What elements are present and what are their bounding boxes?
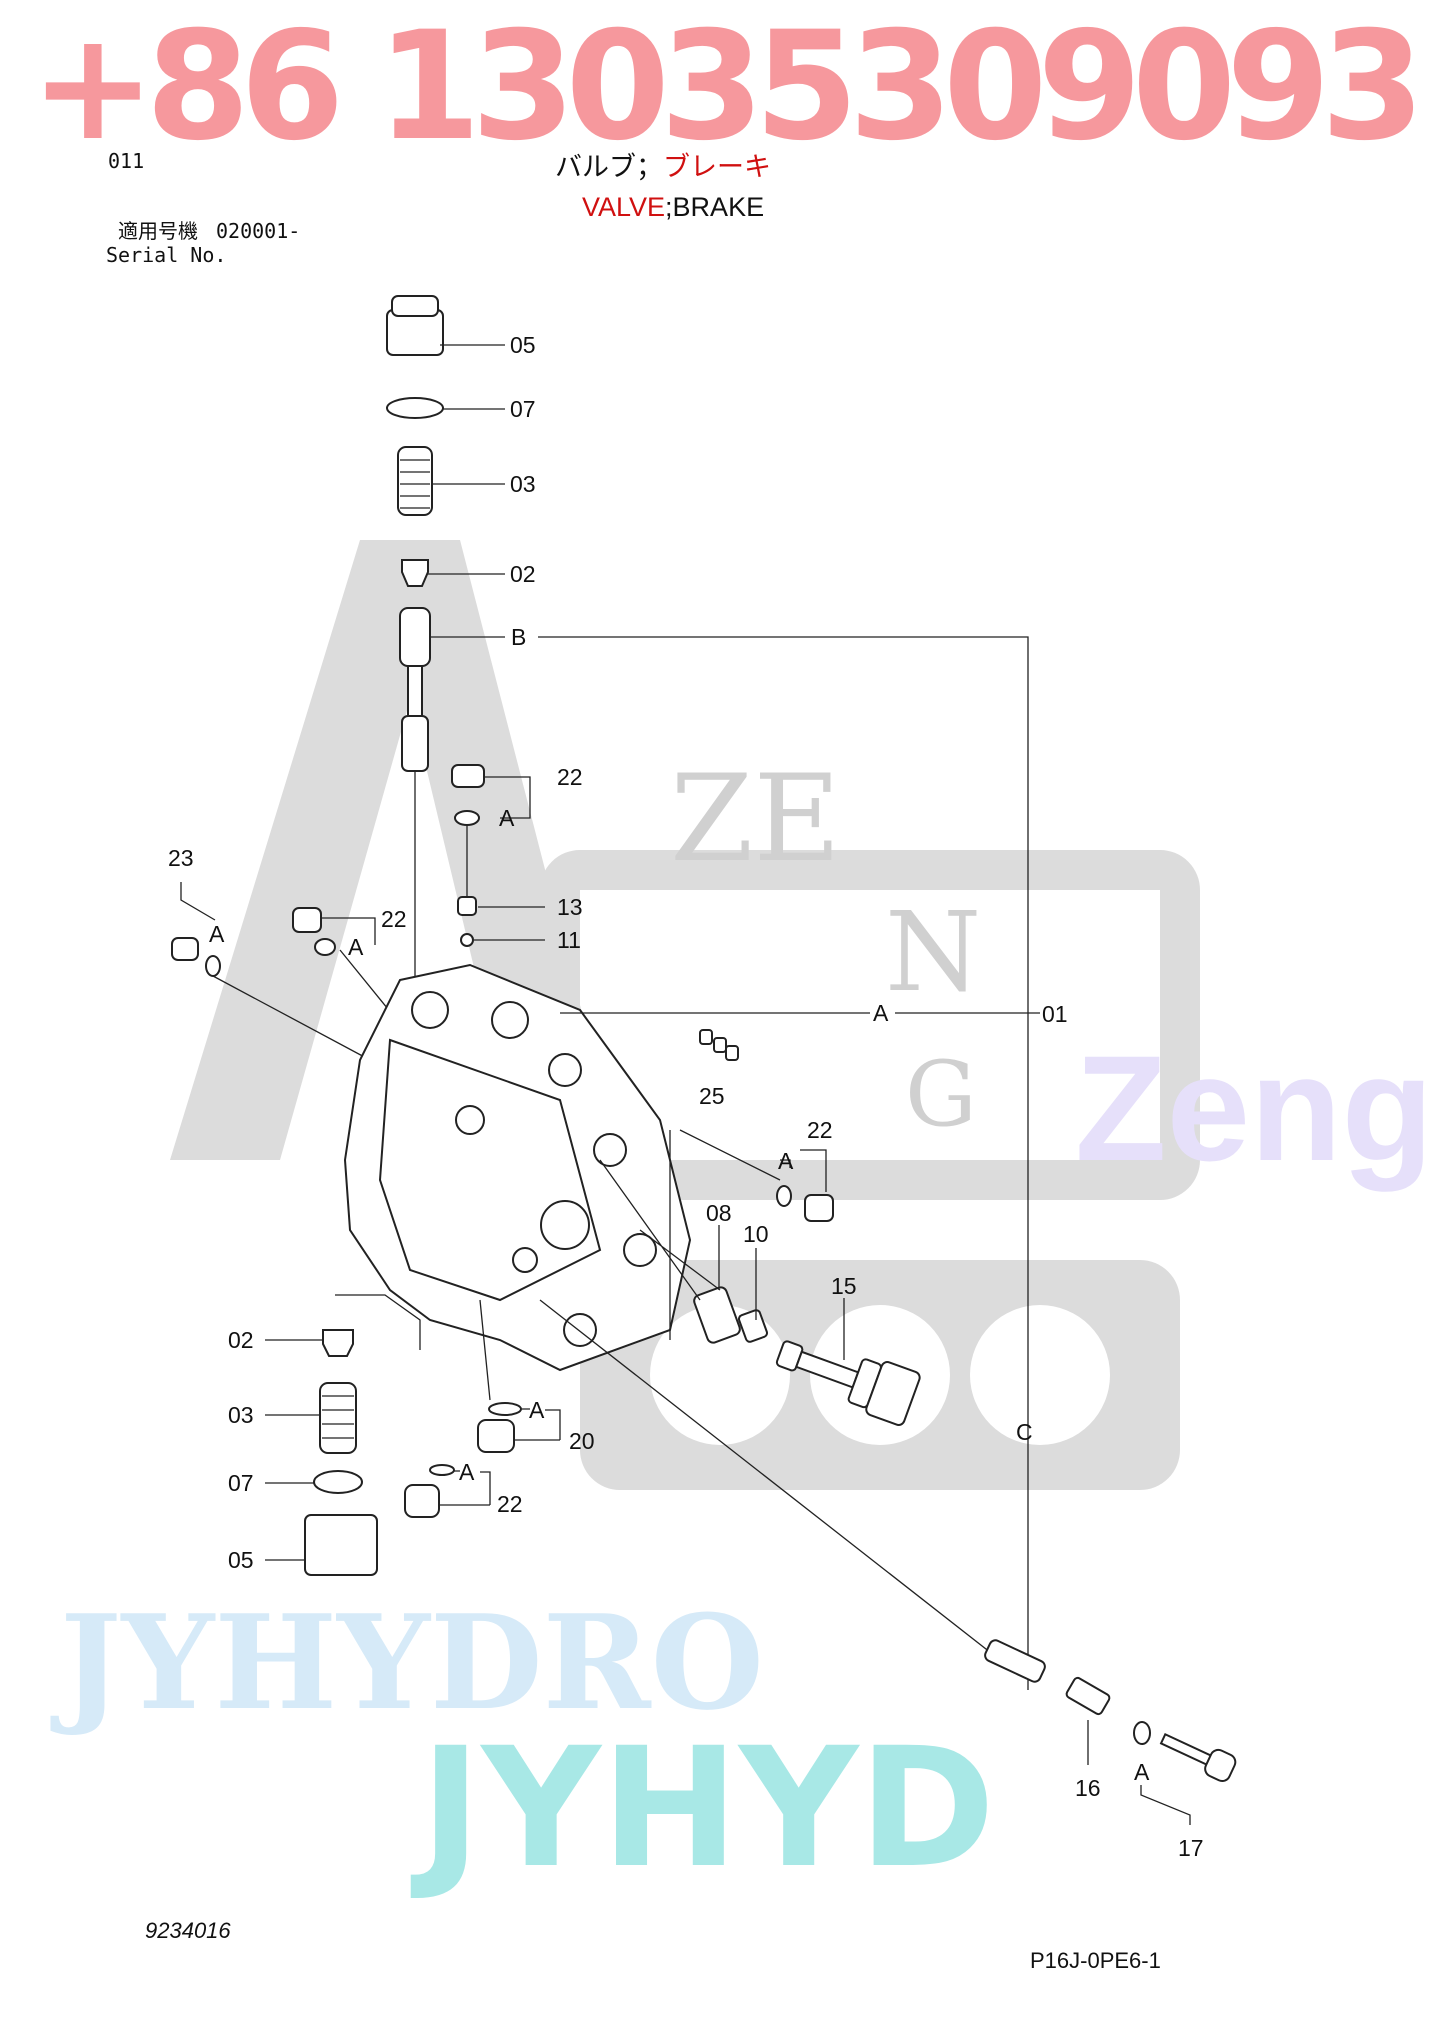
valve-15	[775, 1340, 921, 1426]
label-05-top: 05	[510, 332, 536, 358]
ball-11	[460, 933, 474, 947]
serial-label-en: Serial No.	[106, 243, 226, 267]
spool	[399, 607, 431, 667]
label-25: 25	[699, 1083, 725, 1109]
label-11: 11	[557, 927, 581, 953]
pin-17	[1159, 1732, 1237, 1783]
label-03-bot: 03	[228, 1402, 254, 1428]
label-ref-a8: A	[1134, 1759, 1150, 1785]
label-07-top: 07	[510, 396, 536, 422]
part-13	[457, 896, 477, 916]
label-ref-a7: A	[459, 1459, 475, 1485]
spring-16	[1065, 1676, 1111, 1716]
label-15: 15	[831, 1273, 857, 1299]
plug-22-d	[404, 1484, 440, 1518]
label-ref-c: C	[1016, 1419, 1033, 1445]
label-10: 10	[743, 1221, 769, 1247]
label-08: 08	[706, 1200, 732, 1226]
label-ref-a6: A	[529, 1397, 545, 1423]
label-22-b: 22	[381, 906, 407, 932]
drawing-number: 9234016	[145, 1918, 231, 1943]
spring-03-top	[397, 446, 433, 516]
label-17: 17	[1178, 1835, 1204, 1861]
label-20: 20	[569, 1428, 595, 1454]
label-ref-a2: A	[209, 921, 225, 947]
label-ref-b: B	[511, 624, 526, 650]
spring-03-bot	[319, 1382, 357, 1454]
plug-22-b	[292, 907, 322, 933]
plug-05-bot	[304, 1514, 378, 1576]
seat-02-top	[401, 559, 429, 587]
label-ref-a5: A	[778, 1148, 794, 1174]
plug-22-c	[804, 1194, 834, 1222]
logo-text-g: G	[905, 1042, 977, 1147]
label-02-bot: 02	[228, 1327, 254, 1353]
watermark-jyhydro: JYHYDRO	[50, 1586, 764, 1739]
label-ref-a1: A	[499, 805, 515, 831]
label-07-bot: 07	[228, 1470, 254, 1496]
watermark-jyhyd: JYHYD	[410, 1712, 995, 1904]
oring-07-bot	[313, 1470, 363, 1494]
page-code: P16J-0PE6-1	[1030, 1948, 1161, 1973]
plug-20	[477, 1419, 515, 1453]
watermark-zeng: Zeng	[1075, 1024, 1433, 1192]
title-jp: バルブ；ブレーキ	[555, 152, 771, 183]
label-22-a: 22	[557, 764, 583, 790]
seat-02-bot	[322, 1329, 354, 1357]
page-number: 011	[108, 149, 144, 173]
label-13: 13	[557, 894, 583, 920]
label-22-c: 22	[807, 1117, 833, 1143]
watermark-phone: +86 13035309093	[30, 0, 1425, 174]
label-01: 01	[1042, 1001, 1068, 1027]
label-05-bot: 05	[228, 1547, 254, 1573]
valve-body-01	[343, 963, 692, 1372]
label-02-top: 02	[510, 561, 536, 587]
plug-23	[171, 937, 199, 961]
label-ref-a4: A	[873, 1000, 889, 1026]
oring-07-top	[386, 397, 444, 419]
spring-10	[738, 1309, 768, 1343]
label-03-top: 03	[510, 471, 536, 497]
plug-22-a	[451, 764, 485, 788]
sleeve-08	[693, 1286, 741, 1344]
label-16: 16	[1075, 1775, 1101, 1801]
title-en: VALVE;BRAKE	[582, 192, 764, 222]
label-23: 23	[168, 845, 194, 871]
logo-text-n: N	[885, 888, 981, 1016]
sleeve	[984, 1639, 1046, 1683]
label-ref-a3: A	[348, 934, 364, 960]
logo-text-ze: ZE	[670, 750, 841, 889]
part-25	[699, 1029, 739, 1061]
label-22-d: 22	[497, 1491, 523, 1517]
top-stack	[386, 295, 444, 1020]
